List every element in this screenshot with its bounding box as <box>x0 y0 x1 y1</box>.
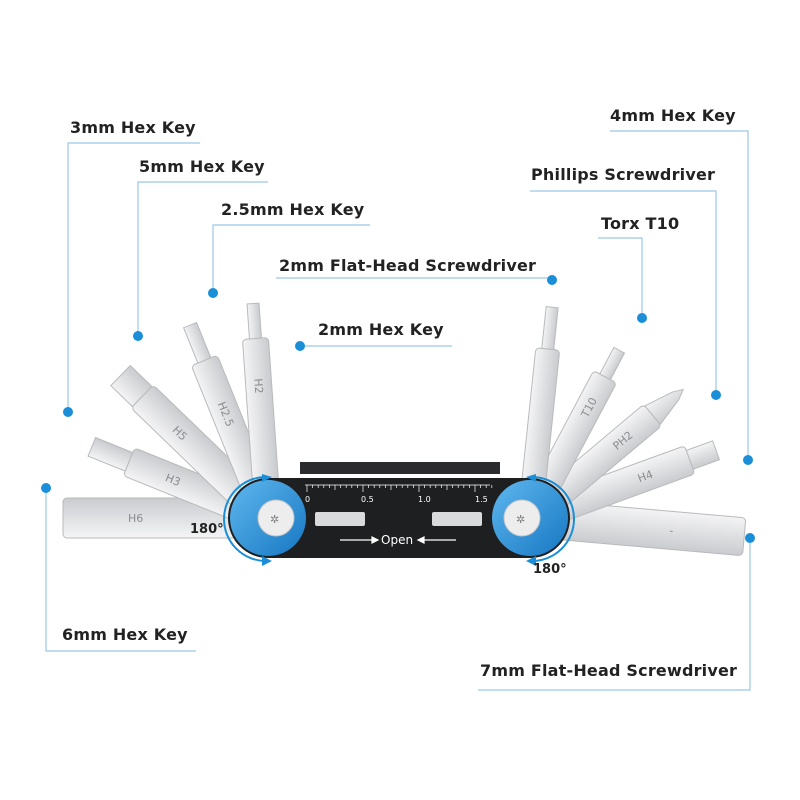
dot-torx <box>637 313 647 323</box>
blade-hex2: H2 <box>242 302 282 520</box>
label-hex4: 4mm Hex Key <box>610 106 736 125</box>
ruler-tick-05: 0.5 <box>361 495 374 504</box>
label-hex5: 5mm Hex Key <box>139 157 265 176</box>
leader-hex25 <box>212 224 370 292</box>
label-hex25: 2.5mm Hex Key <box>221 200 365 219</box>
pivot-right: ✲ <box>492 480 568 556</box>
dot-hex5 <box>133 331 143 341</box>
release-button-left <box>315 512 365 526</box>
rotation-arrow-left <box>223 474 272 566</box>
blade-mark-h4: H4 <box>636 468 655 485</box>
blade-mark-h2: H2 <box>251 378 265 394</box>
blade-mark-h6: H6 <box>128 512 143 525</box>
blade-mark-h3: H3 <box>163 471 182 489</box>
label-hex3: 3mm Hex Key <box>70 118 196 137</box>
tool-body: IN 0 0.5 1.0 1.5 Open <box>228 462 570 558</box>
leader-hex6 <box>45 488 196 652</box>
ruler-tick-15: 1.5 <box>475 495 488 504</box>
leader-hex3 <box>67 142 200 412</box>
leader-hex5 <box>137 181 268 333</box>
leader-lines <box>45 130 751 691</box>
dot-phillips <box>711 390 721 400</box>
blade-flat2 <box>517 305 560 520</box>
label-flat7: 7mm Flat-Head Screwdriver <box>480 661 738 680</box>
rotation-left-label: 180° <box>190 522 224 537</box>
dot-hex6 <box>41 483 51 493</box>
leader-torx <box>598 237 643 317</box>
leader-dots <box>41 275 755 543</box>
ruler-ticks <box>306 485 493 492</box>
dot-flat2 <box>547 275 557 285</box>
open-label: Open <box>381 533 413 547</box>
pivot-left: ✲ <box>230 480 306 556</box>
label-phillips: Phillips Screwdriver <box>531 165 716 184</box>
bolt-star-icon: ✲ <box>270 513 279 526</box>
open-arrows <box>340 536 456 544</box>
label-flat2: 2mm Flat-Head Screwdriver <box>279 256 537 275</box>
rotation-arrow-right <box>526 474 575 566</box>
dot-hex2 <box>295 341 305 351</box>
dot-hex3 <box>63 407 73 417</box>
blade-mark-flat: - <box>669 524 674 537</box>
dot-flat7 <box>745 533 755 543</box>
ruler-tick-0: 0 <box>305 495 310 504</box>
dot-hex4 <box>743 455 753 465</box>
leader-phillips <box>530 190 717 393</box>
bolt-star-icon: ✲ <box>516 513 525 526</box>
rotation-right-label: 180° <box>533 562 567 577</box>
ruler-tick-10: 1.0 <box>418 495 431 504</box>
label-hex6: 6mm Hex Key <box>62 625 188 644</box>
leader-hex4 <box>610 130 749 460</box>
leader-flat7 <box>478 538 751 691</box>
release-button-right <box>432 512 482 526</box>
label-torx: Torx T10 <box>601 214 680 233</box>
label-hex2: 2mm Hex Key <box>318 320 444 339</box>
dot-hex25 <box>208 288 218 298</box>
